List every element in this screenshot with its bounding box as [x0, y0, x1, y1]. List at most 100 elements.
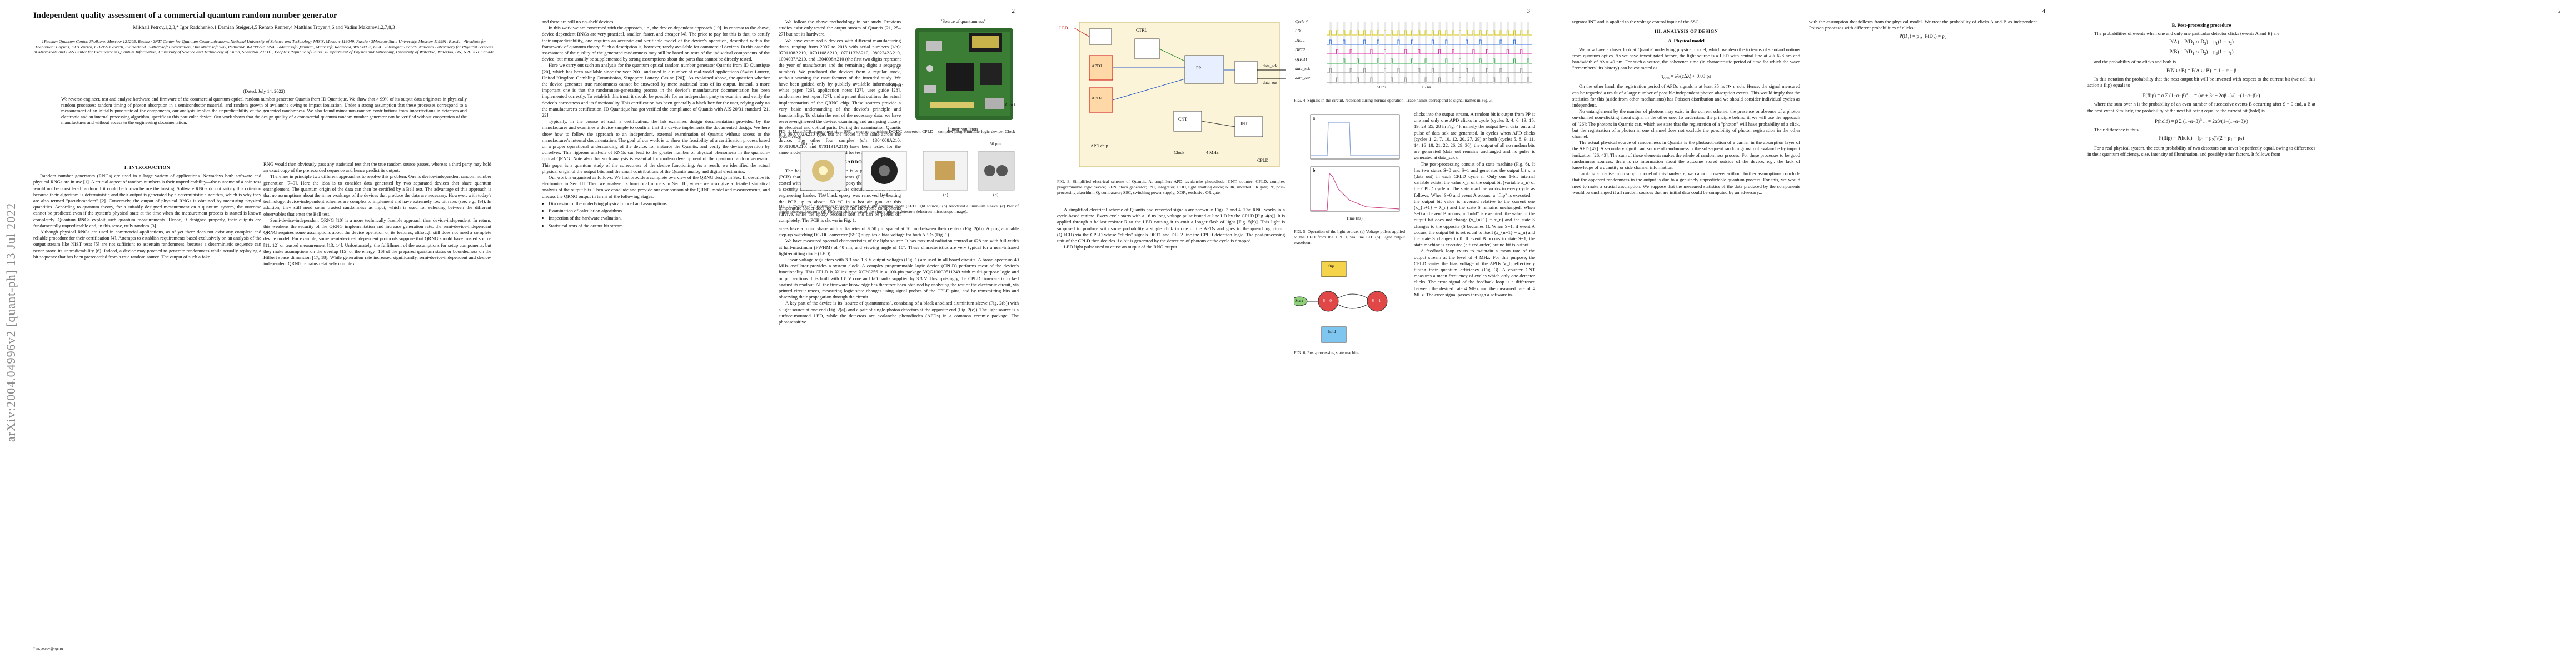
panel-a: a [1313, 116, 1315, 121]
subsection-heading-postprocessing: B. Post-processing procedure [2171, 22, 2231, 28]
p2-right-text: areas have a round shape with a diameter… [779, 226, 1019, 325]
p4-right-column: with the assumption that follows from th… [1809, 19, 2037, 43]
timing-trace [1327, 49, 1532, 54]
cycle-stripe [1452, 22, 1454, 84]
cycle-stripe [1397, 22, 1400, 84]
source-photos [800, 151, 1015, 191]
paragraph: On the other hand, the registration peri… [1572, 83, 1800, 108]
list-item: Discussion of the underlying physical mo… [549, 201, 770, 207]
cycle-stripe [1357, 22, 1359, 84]
scale-50um: 50 µm [990, 141, 1001, 146]
paragraph: Semi-device-independent QRNG [10] is a m… [263, 217, 491, 267]
paragraph: tegrator INT and is applied to the volta… [1572, 19, 1700, 24]
paragraph: We have measured spectral characteristic… [779, 238, 1019, 256]
led-waveform [1310, 114, 1400, 212]
cycle-stripe [1350, 22, 1352, 84]
cycle-stripe [1479, 22, 1482, 84]
cycle-stripe [1343, 22, 1346, 84]
paragraph: Their difference is thus [2094, 127, 2139, 133]
cycle-stripe [1370, 22, 1373, 84]
timing-trace [1327, 68, 1532, 73]
list-item: Examination of calculation algorithms. [549, 208, 770, 214]
timing-diagram [1327, 22, 1532, 84]
fig1-caption: FIG. 1. Main PCB, component side. SSC – … [779, 129, 1019, 140]
label-apd2: APD2 [1092, 96, 1102, 101]
paragraph: and the probability of no clicks and bot… [2094, 59, 2176, 65]
cycle-stripe [1384, 22, 1387, 84]
cycle-stripe [1411, 22, 1414, 84]
paragraph: The post-processing consist of a state m… [1414, 161, 1535, 248]
figure-1: "Source of quantumness" SSC CPLD Clock L… [892, 19, 1019, 132]
scale-16ns: 16 ns [1422, 84, 1431, 89]
paragraph: areas have a round shape with a diameter… [779, 226, 1019, 238]
footnote: * m.petrov@rqc.ru [33, 645, 261, 651]
label-int: INT [1240, 121, 1248, 126]
paragraph: and there are still no on-shelf devices. [542, 19, 615, 24]
timing-trace [1327, 39, 1532, 45]
section-heading-analysis: III. ANALYSIS OF DESIGN [1654, 28, 1718, 34]
start-node: Start [1295, 298, 1303, 303]
cycle-stripe [1438, 22, 1441, 84]
timing-row-label: data_out [1295, 76, 1311, 81]
cycle-stripe [1418, 22, 1421, 84]
label-a: (a) [821, 192, 826, 197]
cycle-stripe [1466, 22, 1468, 84]
paragraph: Looking a precise microscopic model of t… [1572, 171, 1800, 195]
abstract: We reverse-engineer, test and analyse ha… [61, 97, 467, 126]
authors: Mikhail Petrov,1,2,3,* Igor Radchenko,1 … [133, 24, 395, 30]
cycle-stripe [1329, 22, 1332, 84]
cycle-stripe [1432, 22, 1434, 84]
label-cpld: CPLD [1257, 158, 1269, 163]
timing-trace [1327, 58, 1532, 64]
figure-6: Start S = 0 S = 1 flip hold [1291, 261, 1405, 350]
paragraph: A simplified electrical scheme of Quanti… [1057, 207, 1285, 244]
cycle-stripe [1472, 22, 1475, 84]
label-freq: 4 MHz [1206, 150, 1219, 155]
timing-row-label: data_sck [1295, 66, 1310, 71]
paragraph: A key part of the device is its "source … [779, 300, 1019, 325]
label-ssc: SSC [893, 66, 901, 71]
timing-row-label: DET1 [1295, 38, 1306, 43]
paragraph: Random number generators (RNGs) are used… [33, 173, 261, 228]
cycle-stripe [1527, 22, 1529, 84]
paragraph: There are in principle two different app… [263, 173, 491, 217]
paragraph: clicks into the output stream. A random … [1414, 111, 1535, 161]
paragraph: The probabilities of events when one and… [2094, 31, 2280, 37]
subsection-heading-physical: A. Physical model [1668, 38, 1705, 44]
cycle-stripe [1459, 22, 1462, 84]
cycle-stripe [1493, 22, 1496, 84]
paragraph: We follow the above methodology in our s… [779, 19, 901, 37]
label-apd1: APD1 [1092, 63, 1102, 68]
paragraph: The actual physical source of randomness… [1572, 140, 1800, 171]
cycle-stripe [1513, 22, 1516, 84]
paragraph: For a real physical system, the count pr… [2087, 145, 2315, 157]
page-number: 4 [2042, 8, 2046, 14]
p2-left-column: and there are still no on-shelf devices.… [542, 19, 770, 230]
equation: P(flip) − P(hold) = (p1 − p2)²/(2 − p1 −… [2159, 135, 2244, 143]
x-axis-label: Time (ns) [1346, 216, 1363, 221]
arxiv-identifier: arXiv:2004.04996v2 [quant-ph] 13 Jul 202… [4, 202, 18, 442]
state-s1: S = 1 [1372, 298, 1381, 303]
circuit-scheme [1073, 22, 1286, 167]
cycle-stripe [1377, 22, 1379, 84]
equation: P(hold) = β Σ (1−α−β)n ... = 2αβ/(1−(1−α… [2155, 116, 2248, 124]
figure-2: 10 mm 50 µm (a) (b) (c) (d) [779, 141, 1019, 201]
panel-b: b [1313, 168, 1316, 173]
cycle-stripe [1499, 22, 1502, 84]
paragraph: We now have a closer look at Quantis' un… [1572, 46, 1800, 71]
cycle-stripe [1486, 22, 1489, 84]
equation: P(B) = P(D̄1 ∩ D2) = p2(1 − p1) [2169, 49, 2234, 57]
figure-1-label-source: "Source of quantumness" [940, 19, 986, 24]
fig6-caption: FIG. 6. Post-processing state machine. [1294, 350, 1361, 355]
label-apd-chip: APD chip [1090, 143, 1108, 148]
timing-trace [1327, 77, 1532, 83]
figure-3: LED CTRL APD1 APD2 PP INT CNT data_sck d… [1057, 17, 1291, 178]
page-number: 5 [2557, 8, 2561, 14]
page-number: 2 [1012, 8, 1015, 14]
timing-row-label: QHCH [1295, 57, 1307, 62]
timing-trace [1327, 30, 1532, 36]
paragraph: Typically, in the course of such a certi… [542, 118, 770, 174]
cycle-stripe [1336, 22, 1339, 84]
timing-row-label: LD [1295, 28, 1301, 33]
